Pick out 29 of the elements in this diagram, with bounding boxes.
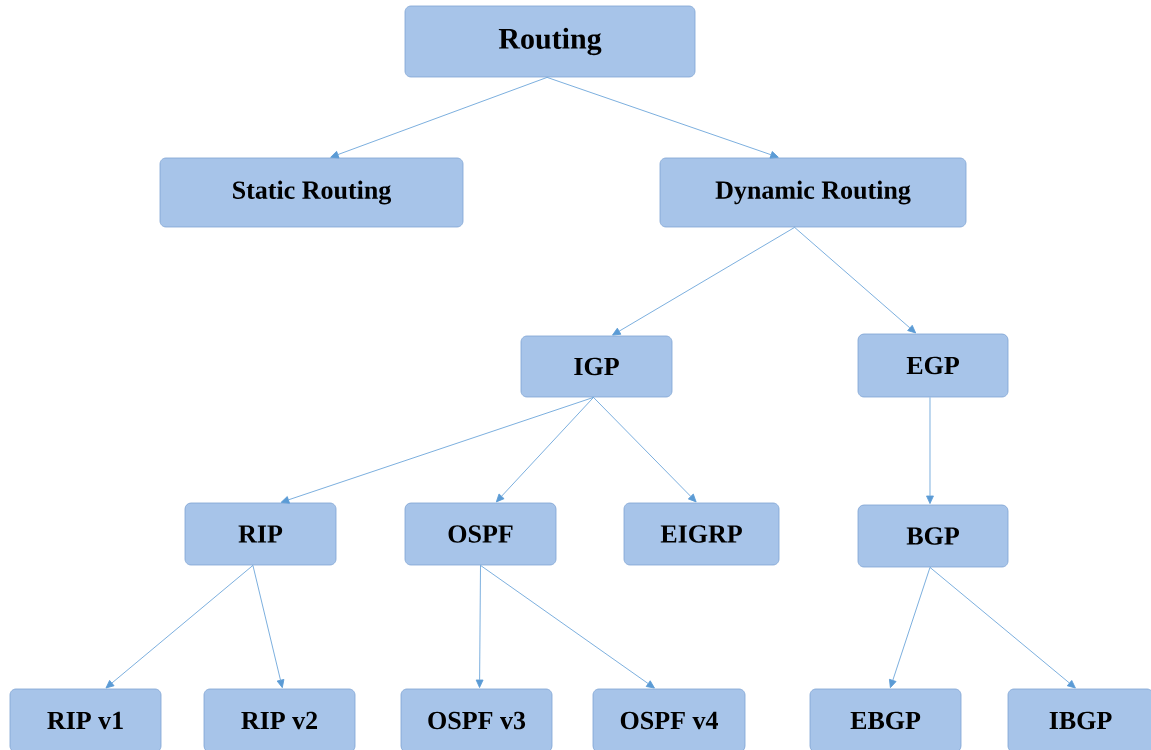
process-box: BGP xyxy=(857,504,1009,568)
arrow xyxy=(475,565,484,688)
arrow xyxy=(926,397,934,504)
arrow xyxy=(593,397,697,503)
arrow xyxy=(889,567,931,689)
process-box: Dynamic Routing xyxy=(659,157,967,228)
process-box: IGP xyxy=(520,335,673,398)
arrow xyxy=(330,77,548,159)
arrow xyxy=(480,565,655,689)
arrow xyxy=(546,77,779,159)
process-box: EIGRP xyxy=(623,502,780,566)
arrow xyxy=(252,565,285,689)
process-box: OSPF v4 xyxy=(592,688,746,750)
process-box: RIP v1 xyxy=(9,688,162,750)
process-box: Static Routing xyxy=(159,157,464,228)
arrow xyxy=(612,227,795,336)
process-box: RIP xyxy=(184,502,337,566)
arrow xyxy=(495,397,594,503)
process-box: EGP xyxy=(857,333,1009,398)
arrow xyxy=(280,397,594,504)
process-box: RIP v2 xyxy=(203,688,356,750)
arrow xyxy=(105,565,254,689)
process-box: Routing xyxy=(404,5,696,78)
process-box: EBGP xyxy=(809,688,962,750)
arrow xyxy=(929,567,1076,689)
arrow xyxy=(794,227,917,334)
process-box: OSPF v3 xyxy=(400,688,553,750)
process-box: OSPF xyxy=(404,502,557,566)
process-box: IBGP xyxy=(1007,688,1151,750)
